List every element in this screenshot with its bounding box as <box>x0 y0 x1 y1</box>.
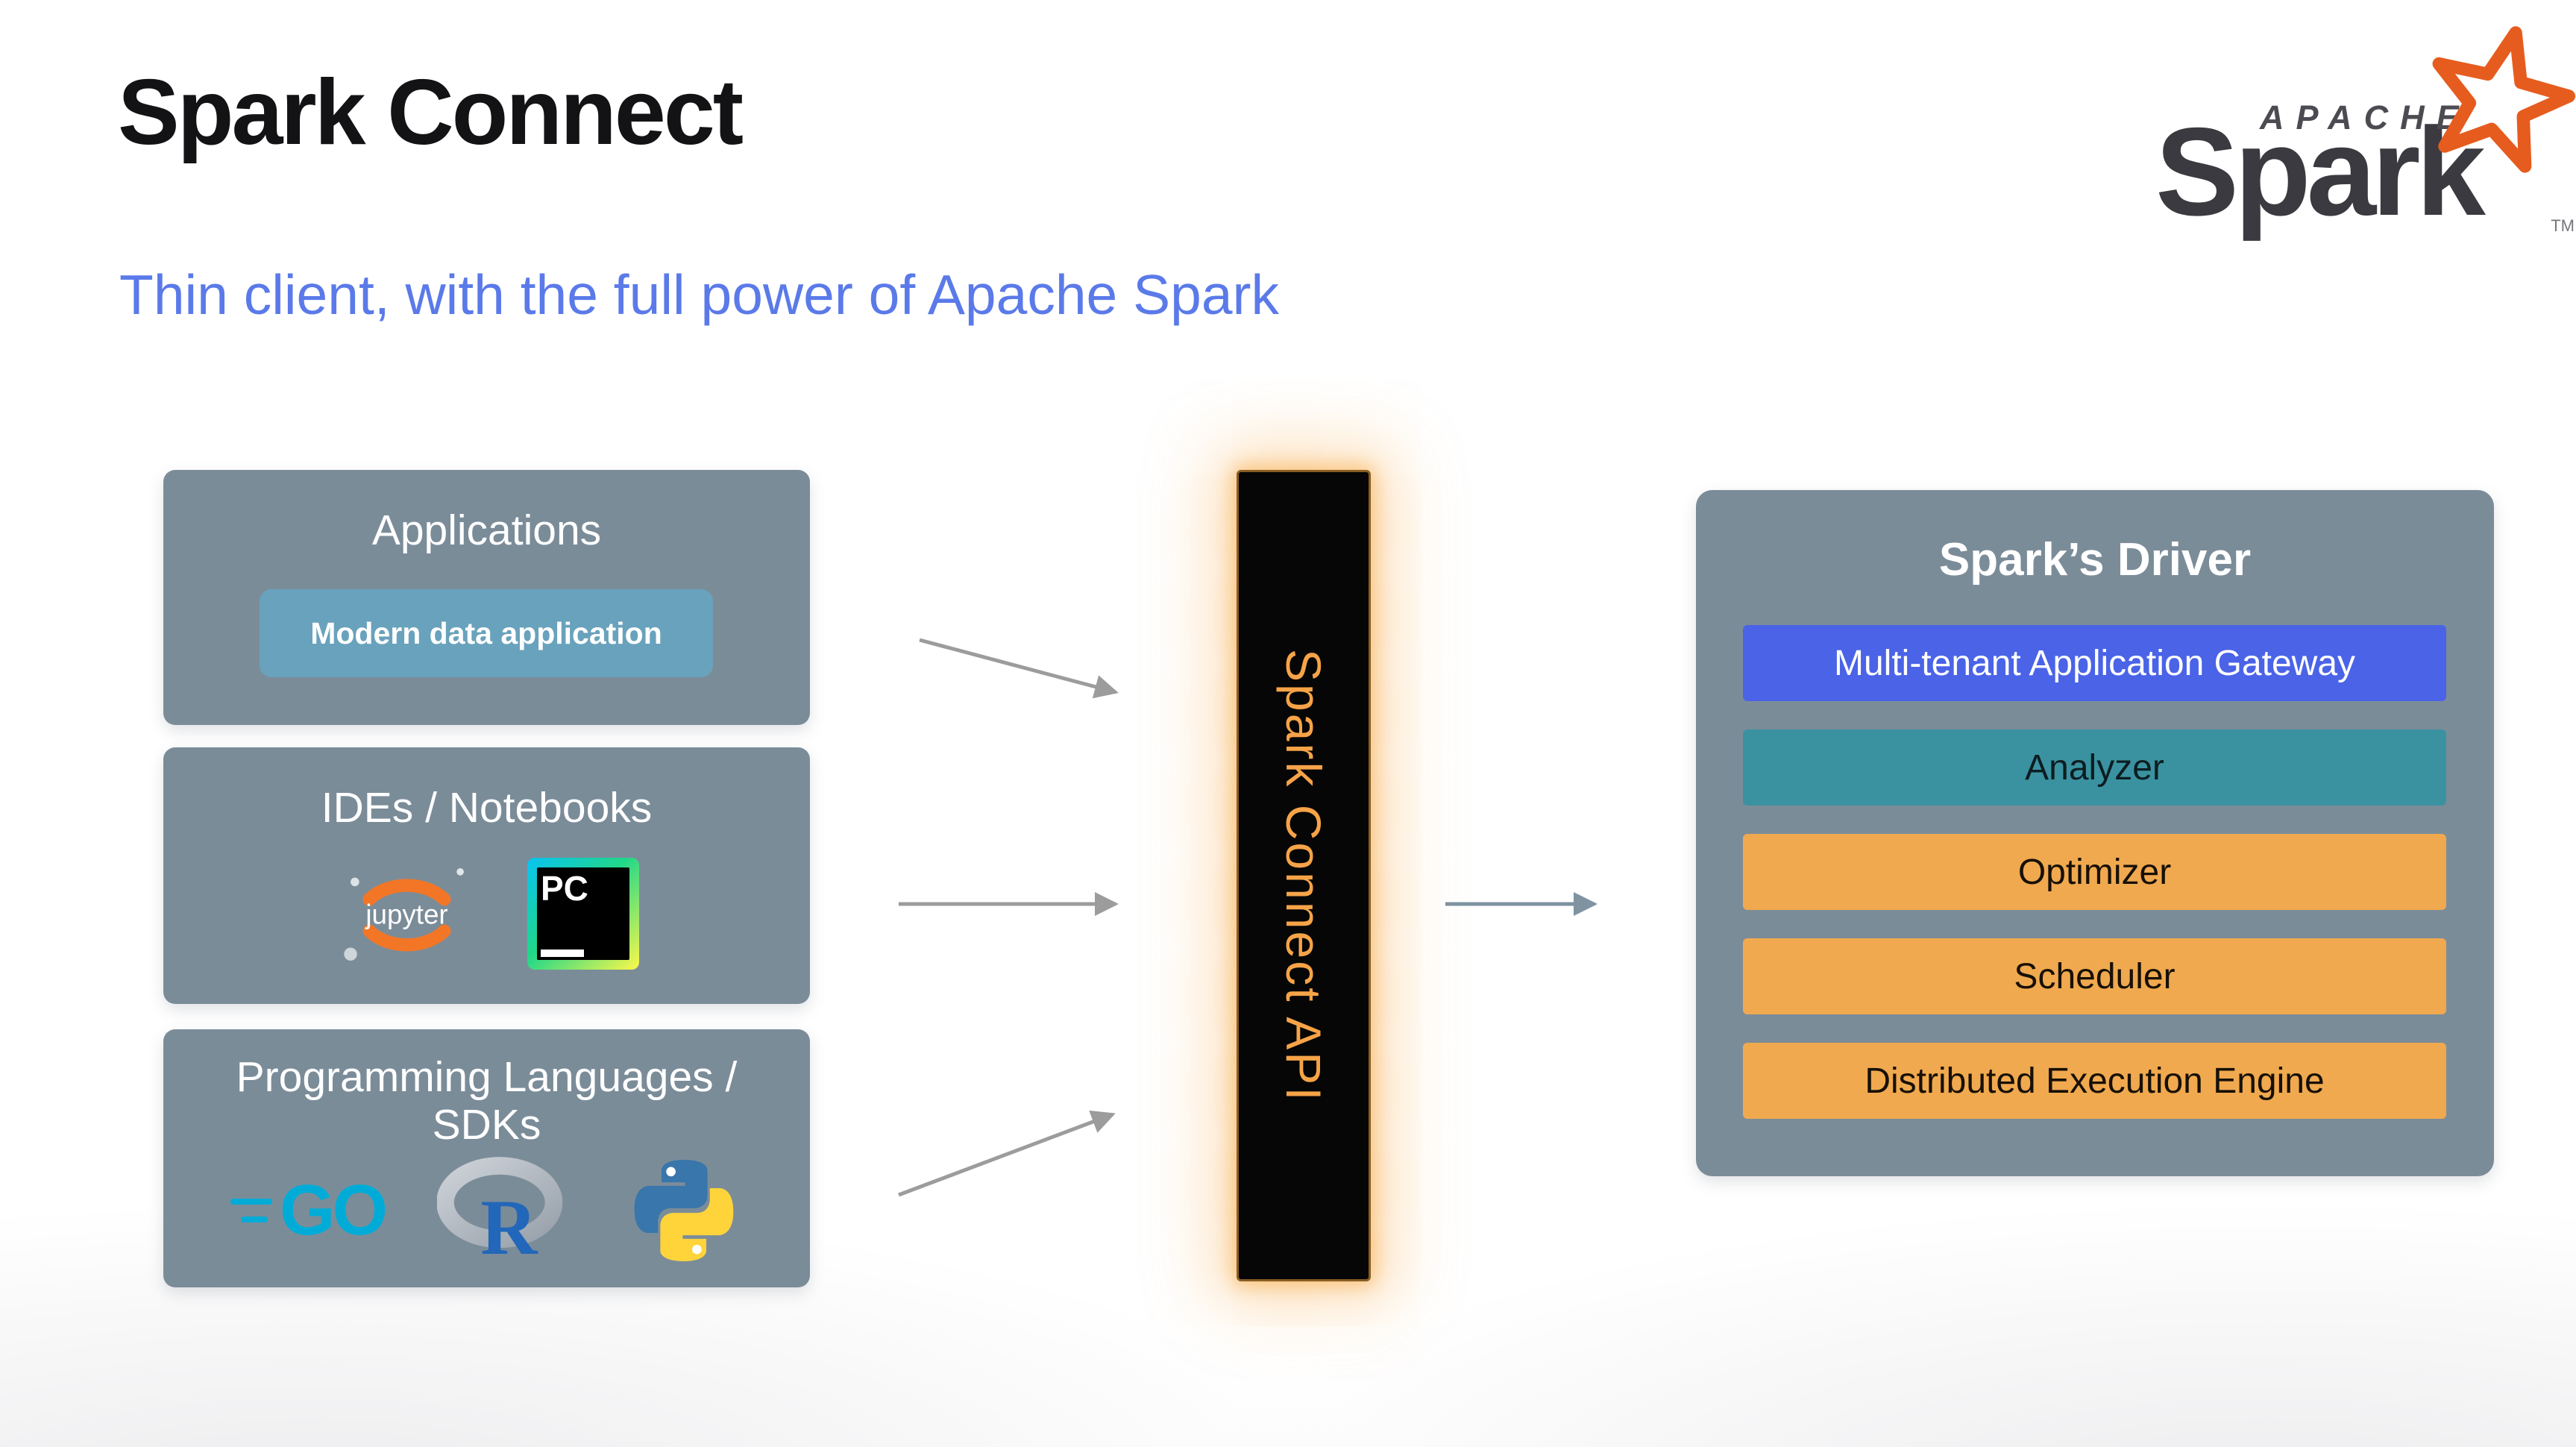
driver-row-gateway: Multi-tenant Application Gateway <box>1743 625 2446 701</box>
ides-notebooks-panel: IDEs / Notebooks jupyter PC <box>163 747 810 1004</box>
go-label: GO <box>279 1170 388 1250</box>
pycharm-label: PC <box>541 869 588 908</box>
page-subtitle: Thin client, with the full power of Apac… <box>119 263 1280 326</box>
languages-title-line2: SDKs <box>432 1101 541 1149</box>
spark-star-icon <box>2432 26 2576 173</box>
languages-title-line1: Programming Languages / <box>236 1053 738 1101</box>
spark-connect-api-bar: Spark Connect API <box>1237 470 1371 1281</box>
spark-driver-panel: Spark’s Driver Multi-tenant Application … <box>1696 490 2494 1176</box>
spark-driver-title: Spark’s Driver <box>1938 534 2252 586</box>
arrow-applications-to-api <box>919 638 1119 699</box>
apache-label: APACHE <box>2260 98 2471 136</box>
go-icon: GO <box>230 1170 388 1252</box>
jupyter-icon: jupyter <box>344 868 464 961</box>
python-icon <box>634 1160 734 1261</box>
driver-row-analyzer: Analyzer <box>1743 729 2446 806</box>
applications-panel: Applications Modern data application <box>163 470 810 725</box>
driver-row-execution-engine: Distributed Execution Engine <box>1743 1043 2446 1119</box>
languages-sdks-panel: Programming Languages / SDKs GO R <box>163 1029 810 1287</box>
modern-data-application-chip: Modern data application <box>260 589 713 677</box>
trademark-label: TM <box>2551 216 2575 235</box>
spark-connect-api-label: Spark Connect API <box>1276 648 1331 1103</box>
ides-panel-title: IDEs / Notebooks <box>321 784 653 832</box>
pycharm-underscore <box>541 950 584 957</box>
pycharm-icon: PC <box>527 858 639 970</box>
applications-panel-title: Applications <box>371 506 602 554</box>
languages-panel-title: Programming Languages / SDKs <box>163 1053 810 1149</box>
jupyter-label: jupyter <box>365 900 447 930</box>
arrow-languages-to-api <box>898 1110 1116 1197</box>
page-title: Spark Connect <box>118 61 744 164</box>
driver-row-optimizer: Optimizer <box>1743 834 2446 910</box>
pycharm-inner-square <box>537 867 629 960</box>
spark-driver-rows: Multi-tenant Application Gateway Analyze… <box>1743 625 2446 1147</box>
driver-row-scheduler: Scheduler <box>1743 938 2446 1014</box>
go-speed-lines <box>230 1199 272 1222</box>
ides-icon-row: jupyter PC <box>163 843 810 985</box>
apache-spark-logo: Spark APACHE TM <box>2148 21 2576 252</box>
r-label: R <box>480 1184 538 1265</box>
r-logo-icon: R <box>437 1157 563 1265</box>
languages-icon-row: GO R <box>163 1147 810 1274</box>
spark-wordmark: Spark <box>2155 101 2486 242</box>
